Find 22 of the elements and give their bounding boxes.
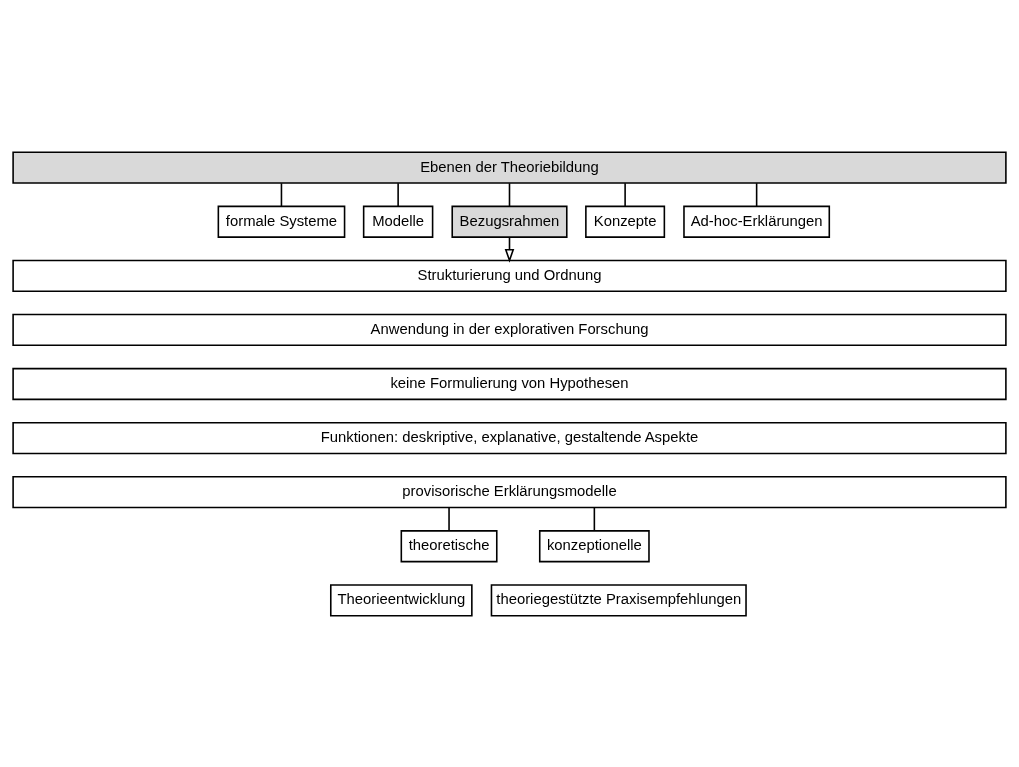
node-box: Ebenen der Theoriebildung [12, 150, 1007, 184]
node-box: Funktionen: deskriptive, explanative, gestaltende Aspekte [12, 421, 1007, 454]
node-box: Strukturierung und Ordnung [12, 259, 1007, 292]
connector [755, 181, 758, 207]
node-box: formale Systeme [217, 205, 346, 238]
connector [397, 181, 399, 207]
node-box: Bezugsrahmen [451, 205, 568, 238]
node-box: Konzepte [585, 205, 666, 238]
node-box: konzeptionelle [538, 529, 650, 562]
connector [624, 181, 626, 207]
node-box: Anwendung in der explorativen Forschung [12, 313, 1007, 346]
connector [280, 181, 283, 207]
node-box: keine Formulierung von Hypothesen [12, 367, 1007, 400]
node-box: Ad-hoc-Erklärungen [683, 205, 831, 238]
node-box: theoriegestützte Praxisempfehlungen [490, 583, 747, 617]
node-box: theoretische [400, 529, 498, 562]
connector [593, 506, 596, 532]
node-box: Modelle [362, 205, 434, 238]
node-box: Theorieentwicklung [330, 583, 473, 617]
connector [448, 506, 450, 532]
connector [508, 181, 511, 207]
node-box: provisorische Erklärungsmodelle [12, 475, 1007, 508]
